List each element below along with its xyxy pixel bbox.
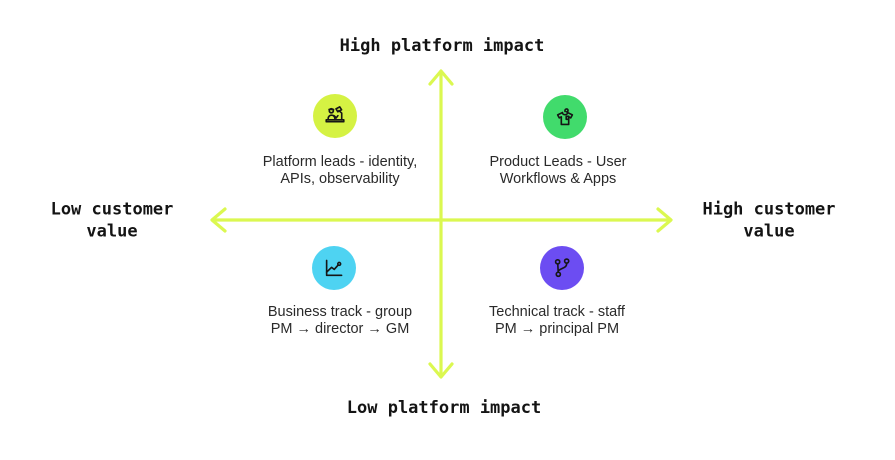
axis-label-line: High customer (702, 199, 836, 220)
axis-label-low-platform-impact: Low platform impact (346, 398, 542, 418)
quadrant-label-line: Business track - group (267, 304, 413, 320)
arrowhead-down-icon (428, 362, 454, 379)
quadrant-label-technical-track: Technical track - staff PM → principal P… (489, 304, 625, 338)
axis-label-low-customer-value: Low customer value (51, 199, 174, 244)
worker-at-desk-icon (325, 106, 345, 123)
arrowhead-right-icon (656, 207, 673, 233)
axis-label-line: value (86, 222, 138, 242)
quadrant-bubble-business-track (312, 246, 356, 290)
axis-label-line: Low customer (50, 199, 174, 220)
tshirt-on-hanger-icon (556, 108, 574, 126)
line-chart-icon (325, 259, 343, 277)
quadrant-label-line: Platform leads - identity, (262, 154, 418, 170)
git-branch-icon (554, 258, 570, 278)
axis-label-high-customer-value: High customer value (702, 199, 835, 244)
quadrant-label-platform-leads: Platform leads - identity, APIs, observa… (263, 154, 417, 188)
quadrant-label-line: APIs, observability (280, 171, 400, 187)
arrowhead-left-icon (210, 207, 227, 233)
quadrant-label-line: Technical track - staff (489, 304, 625, 320)
quadrant-bubble-platform-leads (313, 94, 357, 138)
quadrant-label-line: Workflows & Apps (499, 171, 617, 187)
quadrant-label-business-track: Business track - group PM → director → G… (268, 304, 412, 338)
arrowhead-up-icon (428, 69, 454, 86)
quadrant-label-line: PM → director → GM (270, 321, 410, 337)
axis-label-line: value (743, 222, 795, 242)
quadrant-label-line: PM → principal PM (494, 321, 620, 337)
quadrant-label-product-leads: Product Leads - User Workflows & Apps (489, 154, 626, 188)
axis-label-high-platform-impact: High platform impact (339, 36, 545, 56)
quadrant-label-line: Product Leads - User (489, 154, 627, 170)
axis-lines (210, 69, 673, 379)
quadrant-bubble-product-leads (543, 95, 587, 139)
quadrant-bubble-technical-track (540, 246, 584, 290)
